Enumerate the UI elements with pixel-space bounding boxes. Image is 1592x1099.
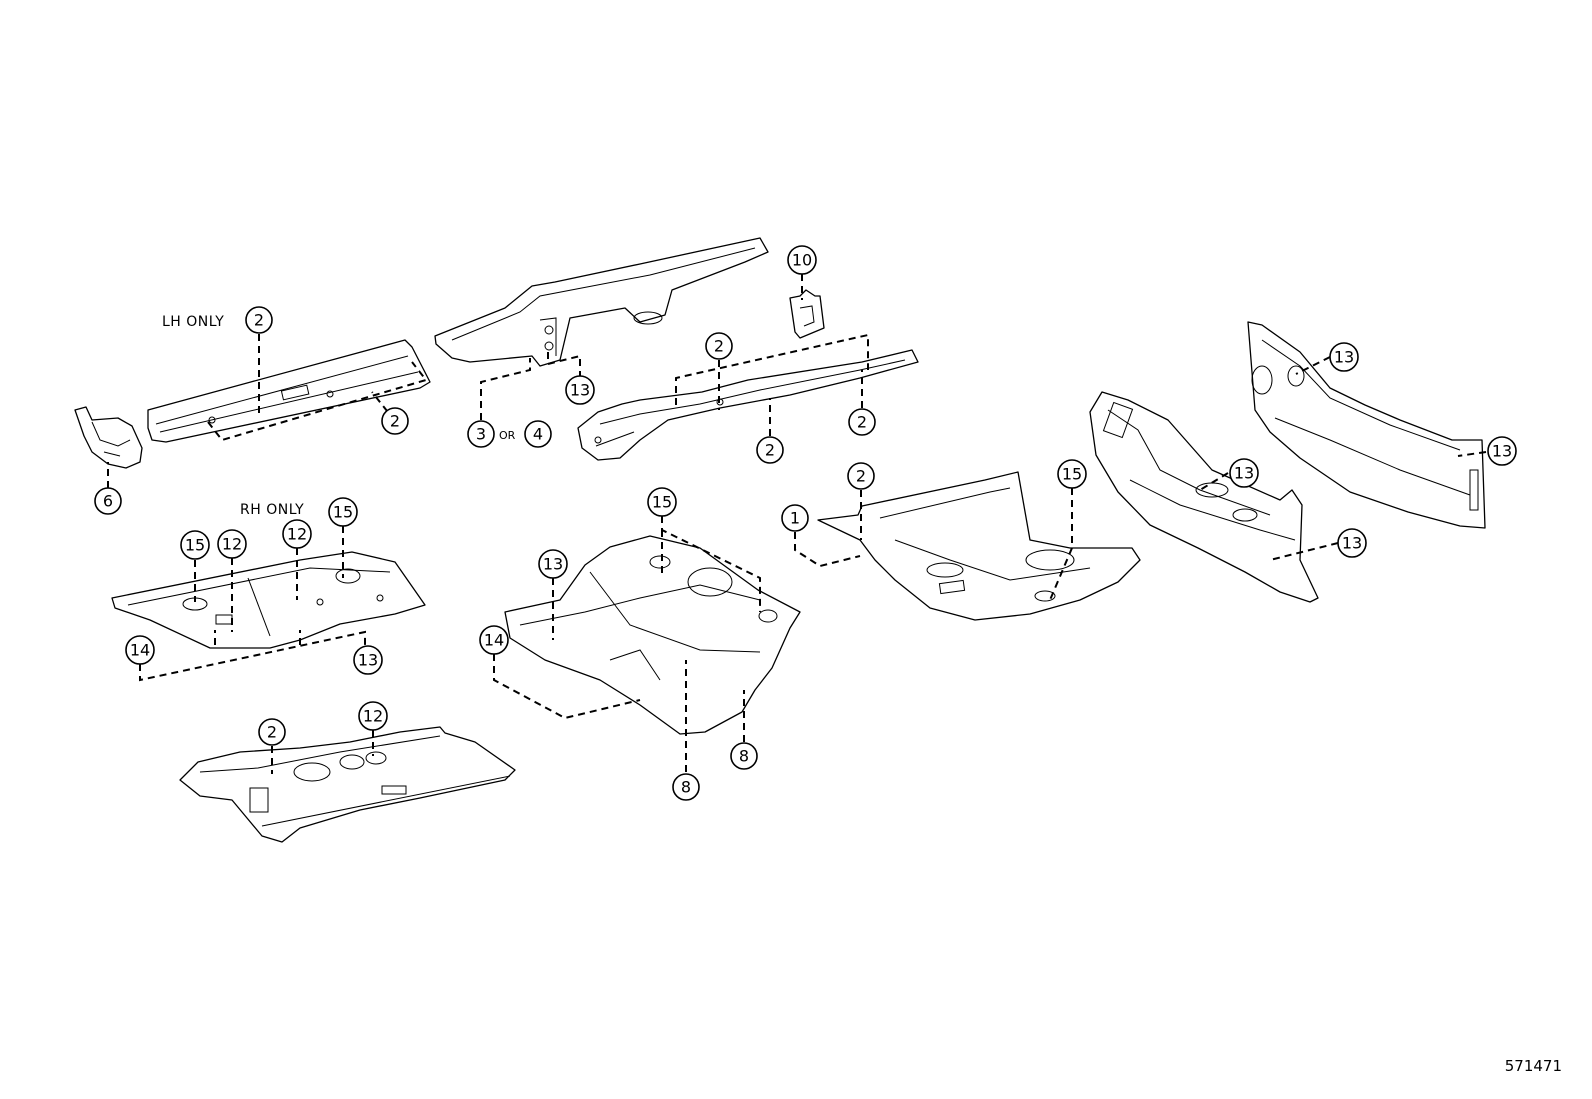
- callout-label: 13: [1334, 348, 1354, 367]
- callout-14: 14: [125, 635, 155, 665]
- callout-12: 12: [217, 529, 247, 559]
- callout-2: 2: [705, 332, 733, 360]
- callout-label: 2: [714, 337, 724, 356]
- callout-label: 8: [739, 747, 749, 766]
- callout-15: 15: [328, 497, 358, 527]
- callout-label: 8: [681, 778, 691, 797]
- callout-2: 2: [848, 408, 876, 436]
- callout-6: 6: [94, 487, 122, 515]
- part-bracket-10: [789, 289, 825, 339]
- callout-13: 13: [565, 375, 595, 405]
- callout-14: 14: [479, 625, 509, 655]
- note-lh-only: LH ONLY: [162, 314, 224, 330]
- part-dash-panel: [1089, 391, 1319, 603]
- callout-1: 1: [781, 504, 809, 532]
- callout-2: 2: [756, 436, 784, 464]
- callout-label: 14: [130, 641, 150, 660]
- callout-15: 15: [180, 530, 210, 560]
- callout-15: 15: [647, 487, 677, 517]
- part-front-side-member: [434, 237, 769, 367]
- callout-13: 13: [1337, 528, 1367, 558]
- callout-12: 12: [282, 519, 312, 549]
- callout-13: 13: [353, 645, 383, 675]
- part-rear-panel: [1247, 321, 1486, 529]
- callout-8: 8: [730, 742, 758, 770]
- callout-label: 13: [1342, 534, 1362, 553]
- callout-2: 2: [381, 407, 409, 435]
- callout-13: 13: [1229, 458, 1259, 488]
- callout-label: 10: [792, 251, 812, 270]
- callout-label: 2: [267, 723, 277, 742]
- callout-3: 3: [467, 420, 495, 448]
- callout-label: 1: [790, 509, 800, 528]
- callout-label: 2: [856, 467, 866, 486]
- callout-label: 4: [533, 425, 543, 444]
- callout-label: 13: [1492, 442, 1512, 461]
- callout-13: 13: [1329, 342, 1359, 372]
- callout-label: 15: [333, 503, 353, 522]
- callout-label: 13: [570, 381, 590, 400]
- callout-13: 13: [538, 549, 568, 579]
- callout-label: 15: [185, 536, 205, 555]
- note-or: OR: [499, 429, 516, 442]
- callout-13: 13: [1487, 436, 1517, 466]
- callout-label: 2: [857, 413, 867, 432]
- callout-2: 2: [245, 306, 273, 334]
- callout-label: 13: [1234, 464, 1254, 483]
- callout-label: 2: [390, 412, 400, 431]
- callout-label: 15: [1062, 465, 1082, 484]
- sheet-number: 571471: [1504, 1057, 1562, 1075]
- callout-label: 13: [543, 555, 563, 574]
- callout-4: 4: [524, 420, 552, 448]
- callout-12: 12: [358, 701, 388, 731]
- callout-2: 2: [258, 718, 286, 746]
- callout-2: 2: [847, 462, 875, 490]
- callout-8: 8: [672, 773, 700, 801]
- leader-lines: [107, 274, 1487, 774]
- callout-15: 15: [1057, 459, 1087, 489]
- part-center-floor: [504, 535, 801, 735]
- part-bracket-6: [74, 406, 143, 469]
- callout-label: 12: [363, 707, 383, 726]
- callout-label: 15: [652, 493, 672, 512]
- callout-label: 14: [484, 631, 504, 650]
- part-floor-pan-rh: [111, 551, 426, 649]
- callout-label: 2: [254, 311, 264, 330]
- part-front-floor-lower: [179, 726, 516, 843]
- part-rear-floor-pan: [817, 471, 1141, 621]
- callout-label: 13: [358, 651, 378, 670]
- callout-label: 12: [222, 535, 242, 554]
- callout-label: 2: [765, 441, 775, 460]
- callout-label: 12: [287, 525, 307, 544]
- callout-10: 10: [787, 245, 817, 275]
- callout-label: 6: [103, 492, 113, 511]
- note-rh-only: RH ONLY: [240, 502, 304, 518]
- part-side-rail-lh: [147, 339, 431, 443]
- callout-label: 3: [476, 425, 486, 444]
